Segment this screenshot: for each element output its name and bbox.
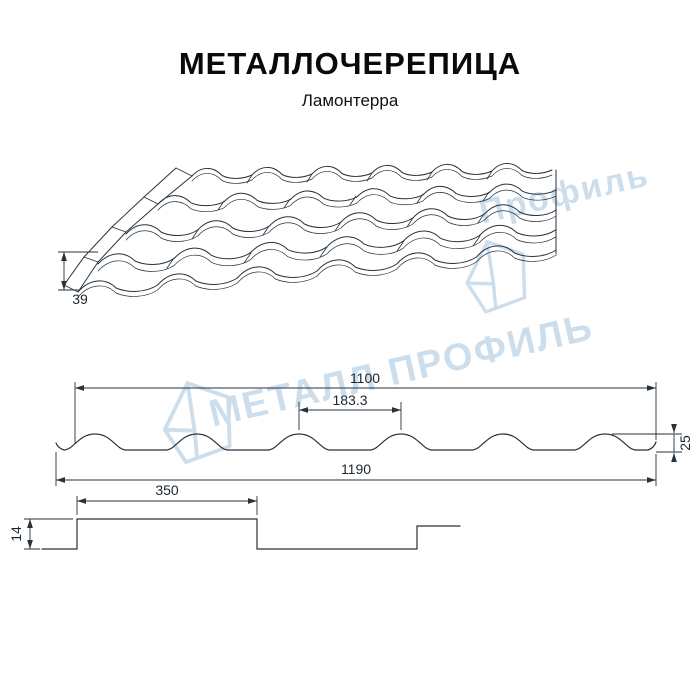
tile-step-ticks — [166, 170, 493, 269]
rake-trim — [63, 167, 193, 293]
dimension-39 — [58, 251, 98, 291]
dim-label-1100: 1100 — [350, 370, 380, 386]
page-title: МЕТАЛЛОЧЕРЕПИЦА — [178, 46, 522, 81]
roof-perspective-drawing — [63, 162, 557, 298]
dim-label-14: 14 — [8, 526, 24, 542]
longitudinal-dimensions — [24, 496, 258, 550]
longitudinal-step-profile — [41, 518, 461, 550]
dim-label-350: 350 — [155, 482, 179, 498]
dim-label-39: 39 — [72, 291, 88, 307]
dim-label-25: 25 — [677, 435, 693, 451]
dim-label-183-3: 183.3 — [332, 392, 367, 408]
dim-label-1190: 1190 — [341, 461, 371, 477]
header: МЕТАЛЛОЧЕРЕПИЦА Ламонтерра — [0, 46, 700, 111]
cross-section-profile — [55, 433, 657, 451]
page-subtitle: Ламонтерра — [301, 91, 399, 110]
